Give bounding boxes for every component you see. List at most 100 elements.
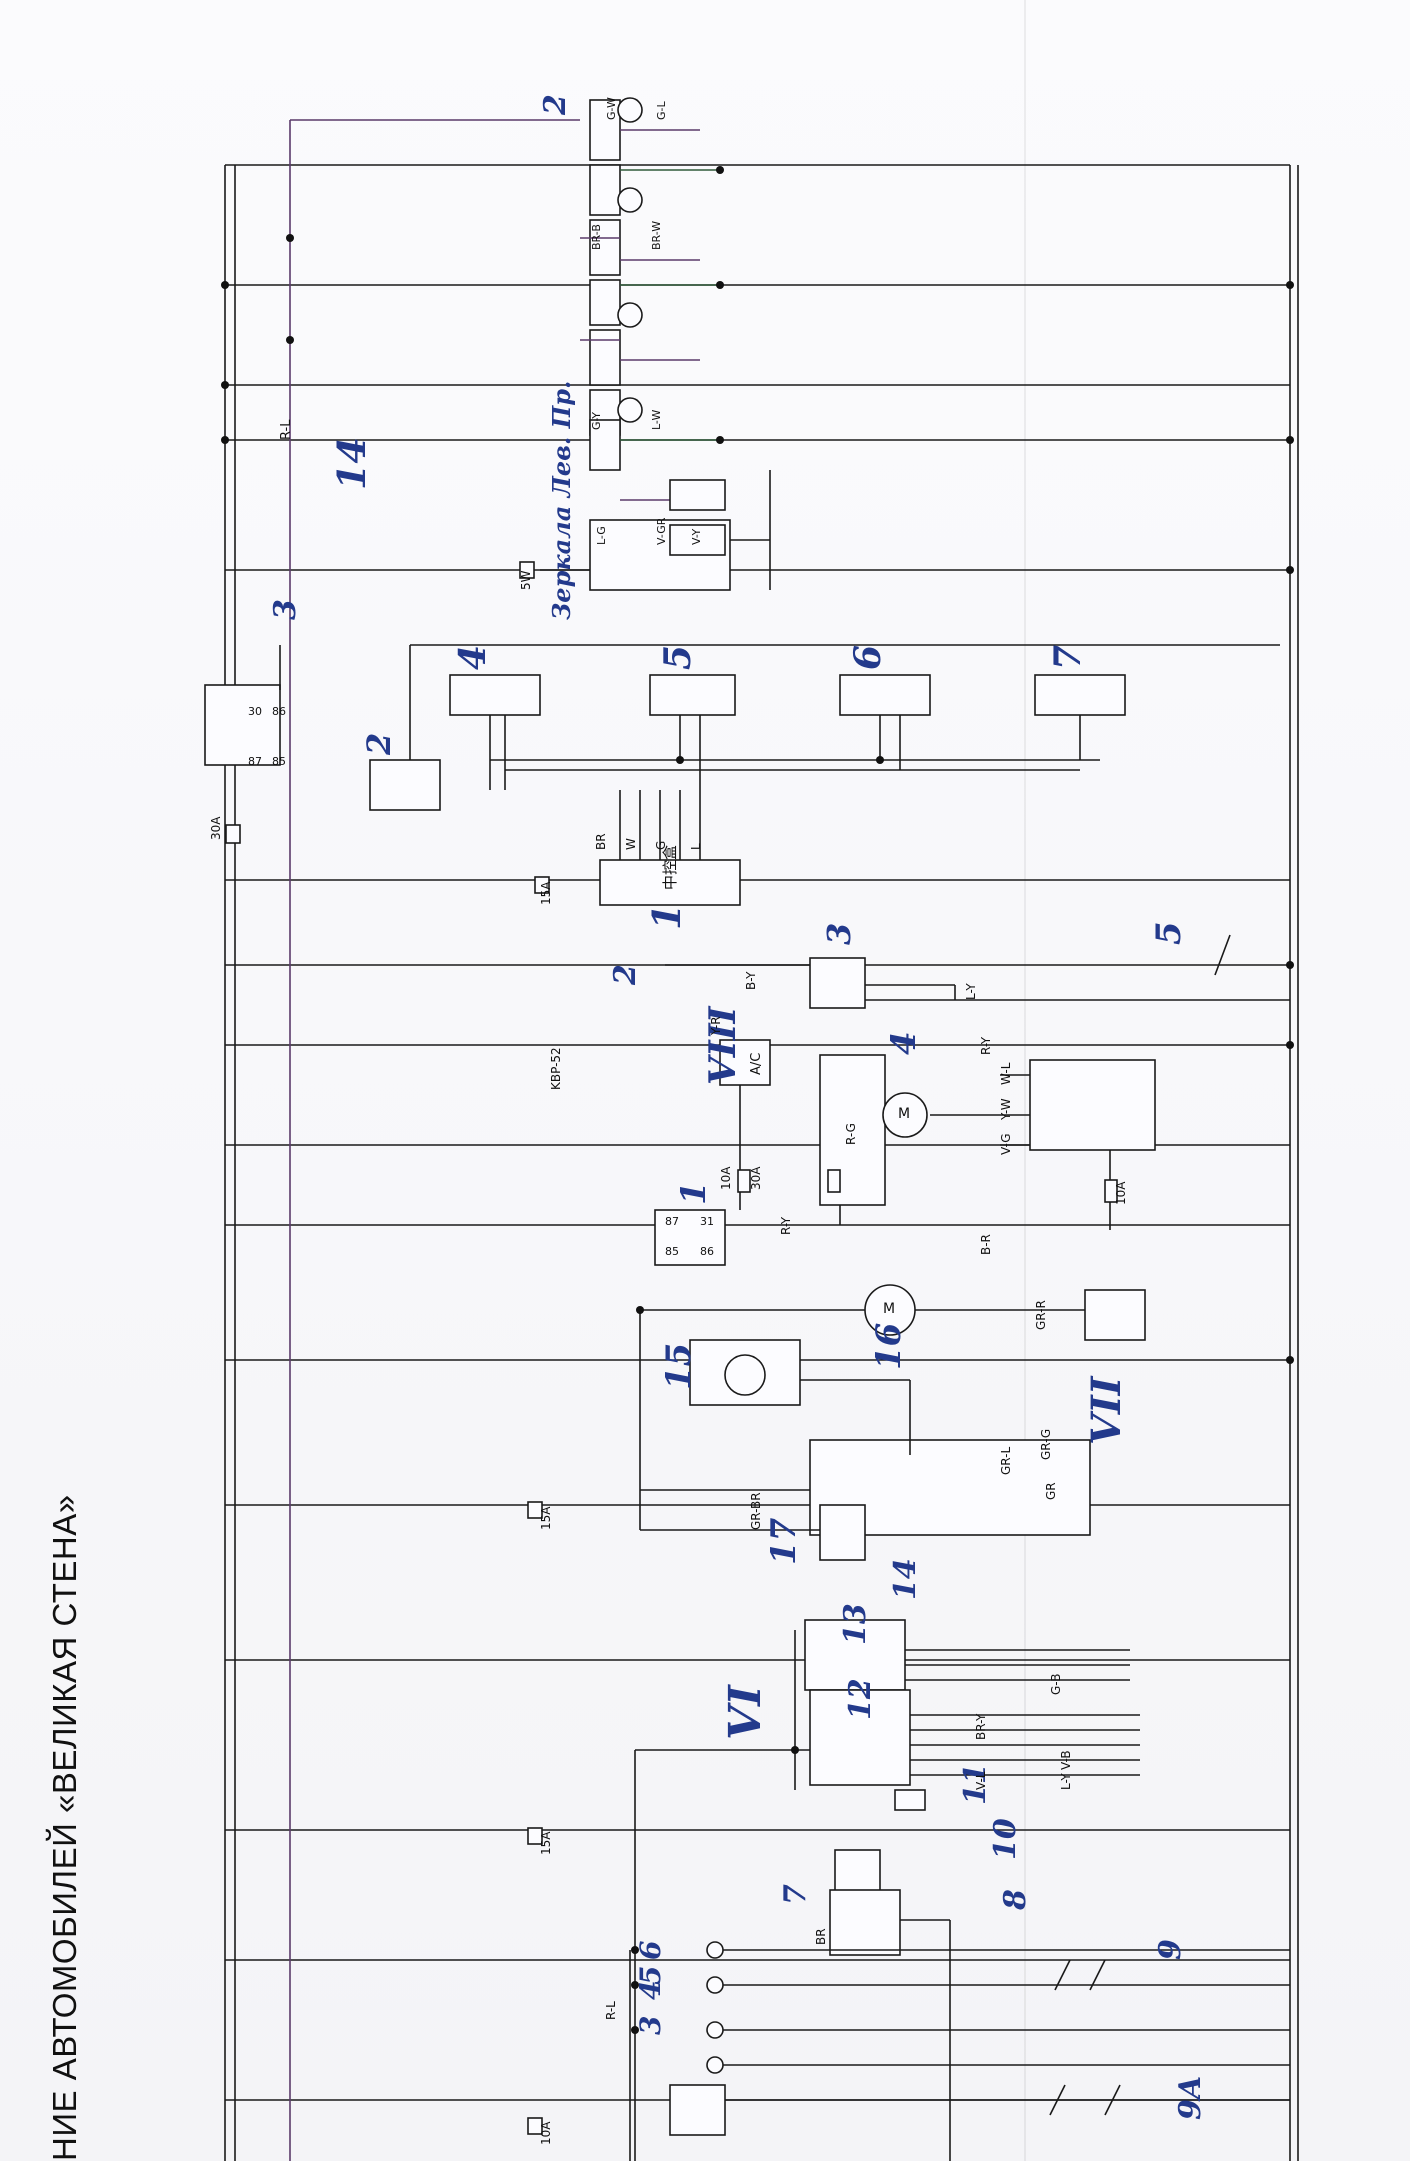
svg-text:2: 2 xyxy=(538,94,573,116)
printed-labels: R-L 30A 15A 5W BR W G L 中控盒 A/C KBP-52 Y… xyxy=(209,97,1128,2145)
wiper-section xyxy=(527,1284,1146,1561)
svg-text:10A: 10A xyxy=(1114,1181,1128,1205)
svg-text:GR-L: GR-L xyxy=(999,1447,1013,1475)
svg-text:3: 3 xyxy=(634,2016,667,2035)
wiper-switch xyxy=(1084,1289,1146,1341)
ac-switch-box xyxy=(719,1039,771,1086)
svg-text:87: 87 xyxy=(248,755,262,768)
svg-text:R-Y: R-Y xyxy=(979,1036,993,1055)
svg-text:87: 87 xyxy=(665,1215,679,1228)
svg-text:BR: BR xyxy=(814,1928,828,1945)
svg-text:5: 5 xyxy=(657,645,699,670)
radio-12 xyxy=(809,1689,911,1786)
svg-text:BR-B: BR-B xyxy=(590,224,603,250)
svg-text:Y-R: Y-R xyxy=(709,1016,723,1036)
blower-switch xyxy=(1029,1059,1156,1151)
lock-actuator-4 xyxy=(449,674,541,716)
svg-text:4: 4 xyxy=(634,1981,667,2000)
svg-text:5: 5 xyxy=(1149,921,1189,945)
svg-text:7: 7 xyxy=(778,1884,813,1905)
lock-actuator-7 xyxy=(1034,674,1126,716)
svg-text:17: 17 xyxy=(764,1517,804,1565)
fuse-10a xyxy=(737,1169,751,1193)
svg-text:15A: 15A xyxy=(539,881,553,905)
mirror-connector-12 xyxy=(589,164,621,216)
mirror-connector-13 xyxy=(589,99,621,161)
svg-text:L-Y: L-Y xyxy=(964,983,978,1000)
fuse-30a xyxy=(827,1169,841,1193)
svg-text:11: 11 xyxy=(958,1763,993,1805)
mirror-connector-7 xyxy=(589,419,621,471)
relay-8 xyxy=(829,1889,901,1956)
mirror-motor-icon xyxy=(617,397,643,423)
svg-text:VIII: VIII xyxy=(702,1005,744,1085)
svg-text:9A: 9A xyxy=(1173,2076,1208,2120)
mirror-motor-icon xyxy=(617,97,643,123)
mirror-motors-group xyxy=(580,97,720,501)
svg-text:R-L: R-L xyxy=(279,419,294,440)
svg-text:L-G: L-G xyxy=(595,526,608,545)
svg-text:V-G: V-G xyxy=(999,1133,1013,1155)
svg-text:L: L xyxy=(689,843,703,850)
lock-actuator-5 xyxy=(649,674,736,716)
svg-text:V-L: V-L xyxy=(974,1771,988,1790)
svg-text:R-Y: R-Y xyxy=(779,1216,793,1235)
mirror-connector-10 xyxy=(589,279,621,326)
relay-3 xyxy=(204,684,281,766)
mirror-motor-icon xyxy=(617,187,643,213)
svg-text:14: 14 xyxy=(329,437,374,490)
power-bus-lines xyxy=(224,119,1299,2161)
svg-text:5: 5 xyxy=(634,1966,667,1985)
svg-text:VI: VI xyxy=(720,1684,771,1740)
fuse-15a xyxy=(534,876,550,894)
svg-text:M: M xyxy=(883,1301,895,1317)
svg-text:4: 4 xyxy=(884,1031,924,1055)
svg-text:10: 10 xyxy=(988,1818,1023,1860)
svg-text:13: 13 xyxy=(838,1603,873,1645)
svg-text:R-L: R-L xyxy=(604,2001,618,2020)
lock-actuator-6 xyxy=(839,674,931,716)
svg-text:15A: 15A xyxy=(539,1506,553,1530)
svg-text:中控盒: 中控盒 xyxy=(661,845,679,890)
svg-text:10A: 10A xyxy=(539,2121,553,2145)
svg-text:8: 8 xyxy=(998,1889,1033,1911)
svg-text:M: M xyxy=(898,1106,910,1122)
svg-text:10A: 10A xyxy=(719,1166,733,1190)
fuse-30a xyxy=(225,824,241,844)
svg-text:G-W: G-W xyxy=(605,97,618,120)
svg-text:4: 4 xyxy=(452,645,494,670)
junction-dots xyxy=(221,166,1294,2034)
svg-text:86: 86 xyxy=(272,705,286,718)
mirror-switch xyxy=(519,470,771,591)
svg-text:GR-BR: GR-BR xyxy=(749,1492,763,1530)
fuse-5w xyxy=(519,561,535,579)
fuse-10a xyxy=(527,2117,543,2135)
svg-text:L-Y: L-Y xyxy=(1059,1773,1073,1790)
svg-text:2: 2 xyxy=(360,733,398,756)
dome-lamp-2 xyxy=(669,2084,726,2136)
fuse-15a xyxy=(527,1501,543,1519)
svg-text:1: 1 xyxy=(674,1181,714,1205)
svg-text:6: 6 xyxy=(847,645,889,670)
svg-text:3: 3 xyxy=(268,599,303,620)
fuse-10a xyxy=(1104,1179,1118,1203)
ac-pressure-switch xyxy=(809,957,866,1009)
mirror-motor-icon xyxy=(617,302,643,328)
blower-motor xyxy=(882,1092,928,1138)
door-switch-2 xyxy=(369,759,441,811)
svg-text:16: 16 xyxy=(869,1323,909,1370)
svg-text:VII: VII xyxy=(1083,1375,1130,1445)
svg-text:GR: GR xyxy=(1044,1482,1058,1500)
svg-text:2: 2 xyxy=(608,964,643,986)
svg-text:85: 85 xyxy=(272,755,286,768)
central-control-box xyxy=(599,859,741,906)
svg-text:12: 12 xyxy=(843,1678,878,1720)
svg-text:BR-W: BR-W xyxy=(650,221,663,250)
radio-section xyxy=(527,1619,1140,2161)
svg-text:85: 85 xyxy=(665,1245,679,1258)
ac-section xyxy=(654,934,1290,1266)
svg-text:3: 3 xyxy=(820,923,858,945)
svg-text:5W: 5W xyxy=(519,570,533,590)
